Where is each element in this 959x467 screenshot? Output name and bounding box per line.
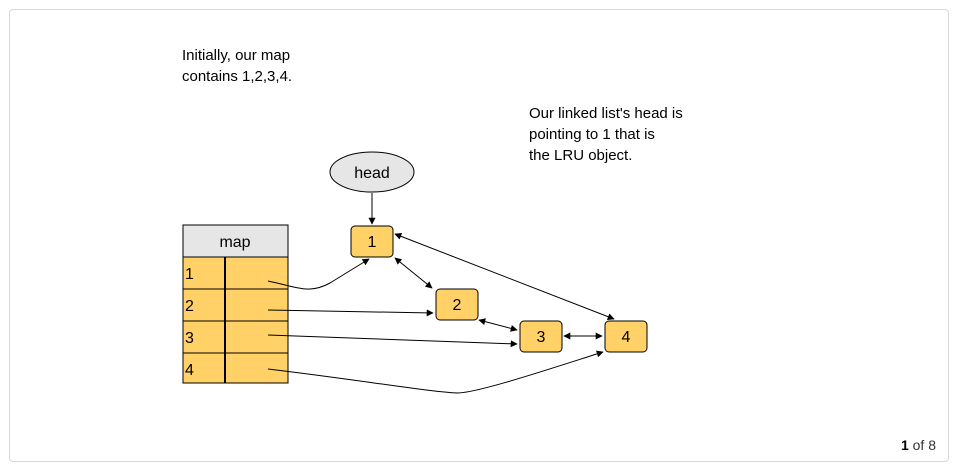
map-to-node2-edge [267,309,434,317]
map-row [182,256,289,290]
pager-total: 8 [928,437,936,453]
map-key: 2 [185,298,194,315]
slide-pager: 1 of 8 [901,437,936,453]
list-node-1 [350,225,394,258]
map-rows [182,256,289,384]
list-node-2 [435,288,479,321]
list-node-1-label: 1 [368,234,377,251]
list-node-3 [519,320,563,353]
map-key: 4 [185,362,194,379]
pager-current: 1 [900,437,909,453]
map-row [182,352,289,384]
node1-node4-edge [394,233,615,320]
map-row [182,320,289,354]
map-note: Initially, our map contains 1,2,3,4. [182,47,293,85]
map-key: 3 [185,330,194,347]
pager-separator: of [912,437,925,453]
head-label: head [354,165,390,182]
list-node-2-label: 2 [453,297,462,314]
head-pointer [329,151,415,193]
map-header [182,224,289,258]
list-node-3-label: 3 [537,329,546,346]
map-to-node3-edge [267,334,518,348]
node2-node3-edge [478,318,518,332]
map-to-node4-edge [267,350,604,394]
map-row [182,288,289,322]
node1-node2-edge [394,257,433,289]
map-to-node1-edge [267,258,370,290]
map-key: 1 [185,266,194,283]
list-node-4 [604,320,648,353]
head-note: Our linked list's head is pointing to 1 … [529,105,683,164]
list-node-4-label: 4 [622,329,631,346]
map-label: map [219,234,250,251]
